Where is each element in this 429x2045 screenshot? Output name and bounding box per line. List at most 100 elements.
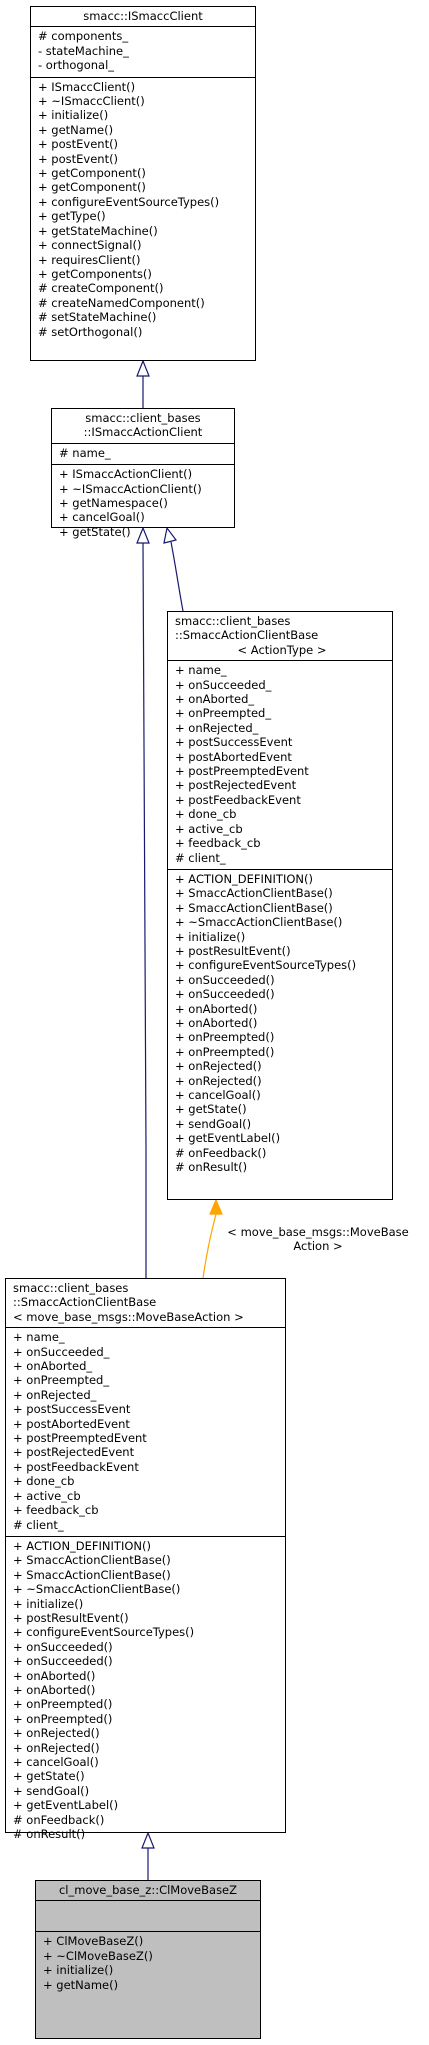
- method: # createComponent(): [38, 281, 164, 296]
- method: + configureEventSourceTypes(): [13, 1625, 195, 1640]
- method: # setStateMachine(): [38, 310, 157, 325]
- method: + getName(): [38, 122, 114, 137]
- arrowhead-mb: [141, 1831, 155, 1849]
- attribute: + onPreempted_: [175, 706, 272, 721]
- method: + getName(): [43, 1977, 119, 1992]
- attribute: + postRejectedEvent: [175, 778, 297, 793]
- attribute: + postRejectedEvent: [13, 1445, 135, 1460]
- method: + getStateMachine(): [38, 223, 158, 238]
- method: # onResult(): [13, 1827, 86, 1842]
- method: + ~SmaccActionClientBase(): [175, 915, 343, 930]
- attribute: + postAbortedEvent: [175, 749, 292, 764]
- attributes-section: + name_ + onSucceeded_ + onAborted_ + on…: [6, 1327, 285, 1536]
- class-title-line: ::SmaccActionClientBase: [175, 628, 319, 643]
- method: + getNamespace(): [59, 496, 168, 511]
- method: + requiresClient(): [38, 252, 141, 267]
- method: + ClMoveBaseZ(): [43, 1934, 144, 1949]
- attribute: # components_: [38, 29, 129, 44]
- method: # onFeedback(): [175, 1145, 267, 1160]
- method: + onSucceeded(): [175, 972, 275, 987]
- class-title-line: smacc::client_bases: [13, 1281, 129, 1295]
- class-smaccactionclientbase-actiontype[interactable]: smacc::client_bases ::SmaccActionClientB…: [167, 611, 393, 1200]
- method: + onSucceeded(): [175, 987, 275, 1002]
- class-smaccactionclientbase-movebase[interactable]: smacc::client_bases ::SmaccActionClientB…: [5, 1278, 286, 1841]
- method: + postResultEvent(): [13, 1610, 129, 1625]
- method: + cancelGoal(): [175, 1088, 261, 1102]
- attribute: # client_: [13, 1517, 64, 1532]
- method: + onPreempted(): [175, 1030, 275, 1045]
- edge-template-instance: [202, 1213, 217, 1279]
- attribute: + onRejected_: [13, 1387, 97, 1402]
- method: + ACTION_DEFINITION(): [13, 1538, 151, 1553]
- method: + initialize(): [43, 1963, 114, 1978]
- method: + onPreempted(): [13, 1711, 113, 1726]
- attribute: + done_cb: [175, 807, 237, 822]
- method: + cancelGoal(): [59, 510, 145, 525]
- method: + getComponent(): [38, 166, 146, 181]
- arrowhead-template: [209, 1198, 223, 1215]
- class-title-line: ::SmaccActionClientBase: [13, 1295, 157, 1310]
- method: + ISmaccActionClient(): [59, 467, 193, 482]
- attribute: + onAborted_: [13, 1359, 93, 1374]
- class-clmovebasez[interactable]: cl_move_base_z::ClMoveBaseZ + ClMoveBase…: [35, 1880, 261, 2039]
- method: + ~SmaccActionClientBase(): [13, 1582, 181, 1597]
- method: + onAborted(): [175, 1015, 258, 1030]
- method: + sendGoal(): [13, 1783, 90, 1798]
- edge-inherit-t-ismaccactionclient: [170, 541, 184, 612]
- method: + ACTION_DEFINITION(): [175, 871, 313, 886]
- attribute: + postSuccessEvent: [175, 735, 293, 750]
- method: + onPreempted(): [13, 1697, 113, 1712]
- class-title: cl_move_base_z::ClMoveBaseZ: [58, 1883, 238, 1897]
- arrowhead-ismaccclient: [136, 359, 150, 377]
- method: # createNamedComponent(): [38, 295, 205, 310]
- method: + SmaccActionClientBase(): [13, 1553, 171, 1568]
- method: + configureEventSourceTypes(): [175, 958, 357, 973]
- attribute: + active_cb: [13, 1488, 81, 1503]
- method: + ~ISmaccActionClient(): [59, 481, 202, 496]
- method: + onSucceeded(): [13, 1654, 113, 1669]
- attributes-section: # name_: [52, 442, 234, 464]
- attribute: + onAborted_: [175, 692, 255, 707]
- method: + ~ISmaccClient(): [38, 94, 145, 109]
- method: + initialize(): [38, 108, 109, 123]
- class-title-line: smacc::client_bases: [85, 411, 201, 425]
- methods-section: + ACTION_DEFINITION() + SmaccActionClien…: [168, 868, 392, 1179]
- method: + postEvent(): [38, 137, 119, 152]
- method: + ISmaccClient(): [38, 79, 136, 94]
- method: + onPreempted(): [175, 1044, 275, 1059]
- method: + initialize(): [175, 929, 246, 944]
- method: + postResultEvent(): [175, 943, 291, 958]
- methods-section: + ISmaccClient() + ~ISmaccClient() + ini…: [31, 76, 255, 343]
- attribute: + active_cb: [175, 821, 243, 836]
- class-ismaccactionclient[interactable]: smacc::client_bases ::ISmaccActionClient…: [51, 408, 235, 539]
- edge-label-line: < move_base_msgs::MoveBase: [227, 1225, 409, 1239]
- attribute: + postFeedbackEvent: [175, 792, 301, 807]
- method: + onAborted(): [13, 1682, 96, 1697]
- class-title: smacc::client_bases ::ISmaccActionClient: [52, 409, 234, 443]
- class-ismaccclient[interactable]: smacc::ISmaccClient # components_ - stat…: [30, 6, 256, 361]
- edge-label-line: Action >: [293, 1239, 343, 1254]
- method: + SmaccActionClientBase(): [175, 886, 333, 901]
- attribute: - orthogonal_: [38, 58, 115, 73]
- attribute: + onPreempted_: [13, 1373, 110, 1388]
- arrowhead-ismaccactionclient-a: [136, 526, 150, 544]
- attribute: + name_: [175, 663, 227, 678]
- class-title-line: ::ISmaccActionClient: [83, 425, 203, 440]
- arrowhead-ismaccactionclient-b: [163, 526, 178, 544]
- attribute: + feedback_cb: [175, 836, 261, 851]
- method: + getState(): [175, 1102, 247, 1117]
- method: + onRejected(): [175, 1059, 262, 1074]
- method: + ~ClMoveBaseZ(): [43, 1948, 153, 1963]
- method: + onRejected(): [13, 1726, 100, 1741]
- attribute: + onRejected_: [175, 720, 259, 735]
- method: + configureEventSourceTypes(): [38, 194, 220, 209]
- methods-section: + ClMoveBaseZ() + ~ClMoveBaseZ() + initi…: [36, 1931, 260, 1996]
- method: + initialize(): [13, 1596, 84, 1611]
- class-title: smacc::client_bases ::SmaccActionClientB…: [6, 1279, 285, 1327]
- method: + postEvent(): [38, 151, 119, 166]
- edge-inherit-mb-ismaccactionclient: [142, 542, 147, 1278]
- method: + onAborted(): [13, 1668, 96, 1683]
- method: + onSucceeded(): [13, 1639, 113, 1654]
- method: # onFeedback(): [13, 1812, 105, 1827]
